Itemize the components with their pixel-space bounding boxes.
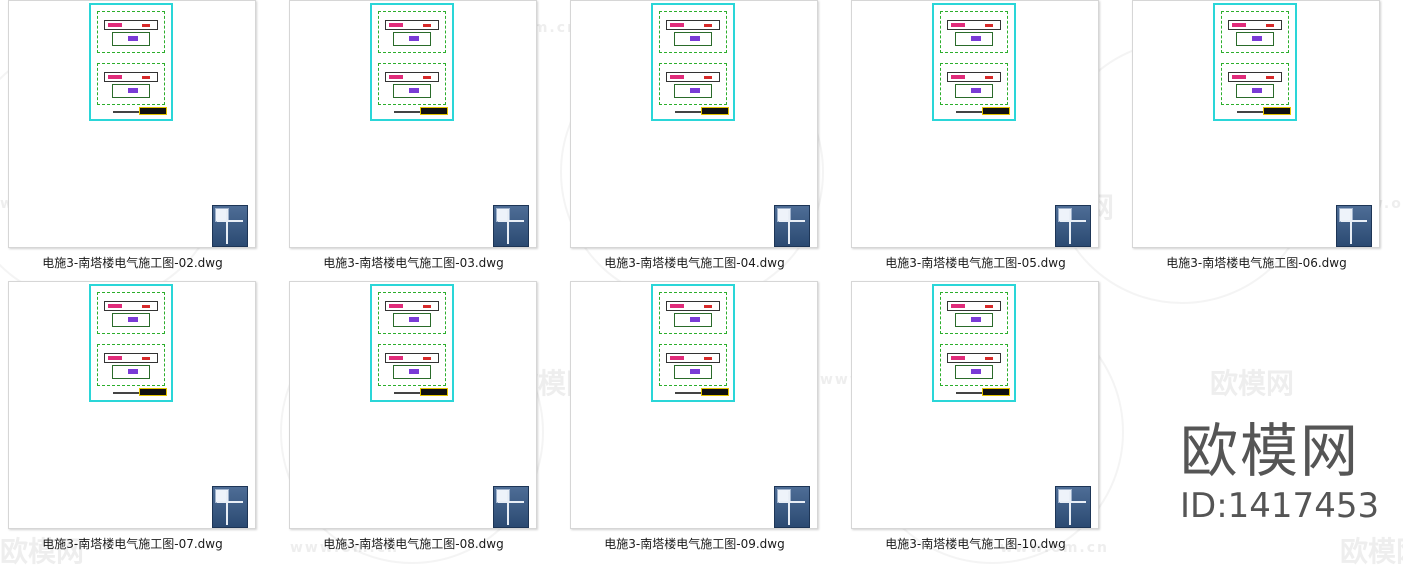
title-block [139,107,167,115]
dwg-file-icon [1055,205,1091,247]
floor-plan-preview [659,344,727,386]
dwg-file-icon [1055,486,1091,528]
title-block [420,107,448,115]
title-block [701,107,729,115]
dwg-file-icon [774,486,810,528]
title-block [982,107,1010,115]
floor-plan-preview [97,344,165,386]
file-name[interactable]: 电施3-南塔楼电气施工图-03.dwg [323,256,504,270]
dwg-file-icon [212,486,248,528]
file-name[interactable]: 电施3-南塔楼电气施工图-10.dwg [885,537,1066,551]
dwg-file-icon [493,486,529,528]
drawing-sheet-preview [932,3,1016,121]
file-name[interactable]: 电施3-南塔楼电气施工图-04.dwg [604,256,785,270]
drawing-sheet-preview [1213,3,1297,121]
floor-plan-preview [378,63,446,105]
dwg-file-icon [774,205,810,247]
brand-name: 欧模网 [1180,417,1361,485]
file-name[interactable]: 电施3-南塔楼电气施工图-07.dwg [42,537,223,551]
floor-plan-preview [378,344,446,386]
floor-plan-preview [940,11,1008,53]
drawing-sheet-preview [651,284,735,402]
file-item[interactable]: 电施3-南塔楼电气施工图-07.dwg [0,281,265,556]
title-block [982,388,1010,396]
drawing-sheet-preview [89,284,173,402]
floor-plan-preview [659,63,727,105]
floor-plan-preview [659,292,727,334]
floor-plan-preview [940,344,1008,386]
file-item[interactable]: 电施3-南塔楼电气施工图-02.dwg [0,0,265,275]
file-name[interactable]: 电施3-南塔楼电气施工图-06.dwg [1166,256,1347,270]
file-thumbnail[interactable] [851,281,1099,529]
floor-plan-preview [659,11,727,53]
file-name[interactable]: 电施3-南塔楼电气施工图-08.dwg [323,537,504,551]
floor-plan-preview [1221,63,1289,105]
dwg-file-icon [212,205,248,247]
file-name[interactable]: 电施3-南塔楼电气施工图-09.dwg [604,537,785,551]
title-block [420,388,448,396]
drawing-sheet-preview [370,284,454,402]
brand-watermark: 欧模网 ID:1417453 [1180,416,1390,526]
file-item[interactable]: 电施3-南塔楼电气施工图-10.dwg [843,281,1108,556]
drawing-sheet-preview [89,3,173,121]
dwg-file-icon [1336,205,1372,247]
title-block [139,388,167,396]
floor-plan-preview [940,292,1008,334]
floor-plan-preview [97,292,165,334]
file-item[interactable]: 电施3-南塔楼电气施工图-09.dwg [562,281,827,556]
title-block [1263,107,1291,115]
floor-plan-preview [378,292,446,334]
file-item[interactable]: 电施3-南塔楼电气施工图-06.dwg [1124,0,1389,275]
floor-plan-preview [97,63,165,105]
model-id: ID:1417453 [1180,486,1380,526]
floor-plan-preview [940,63,1008,105]
drawing-sheet-preview [370,3,454,121]
file-name[interactable]: 电施3-南塔楼电气施工图-02.dwg [42,256,223,270]
file-item[interactable]: 电施3-南塔楼电气施工图-08.dwg [281,281,546,556]
floor-plan-preview [378,11,446,53]
file-item[interactable]: 电施3-南塔楼电气施工图-03.dwg [281,0,546,275]
file-item[interactable]: 电施3-南塔楼电气施工图-04.dwg [562,0,827,275]
file-item[interactable]: 电施3-南塔楼电气施工图-05.dwg [843,0,1108,275]
drawing-sheet-preview [932,284,1016,402]
drawing-sheet-preview [651,3,735,121]
floor-plan-preview [1221,11,1289,53]
title-block [701,388,729,396]
file-name[interactable]: 电施3-南塔楼电气施工图-05.dwg [885,256,1066,270]
floor-plan-preview [97,11,165,53]
dwg-file-icon [493,205,529,247]
